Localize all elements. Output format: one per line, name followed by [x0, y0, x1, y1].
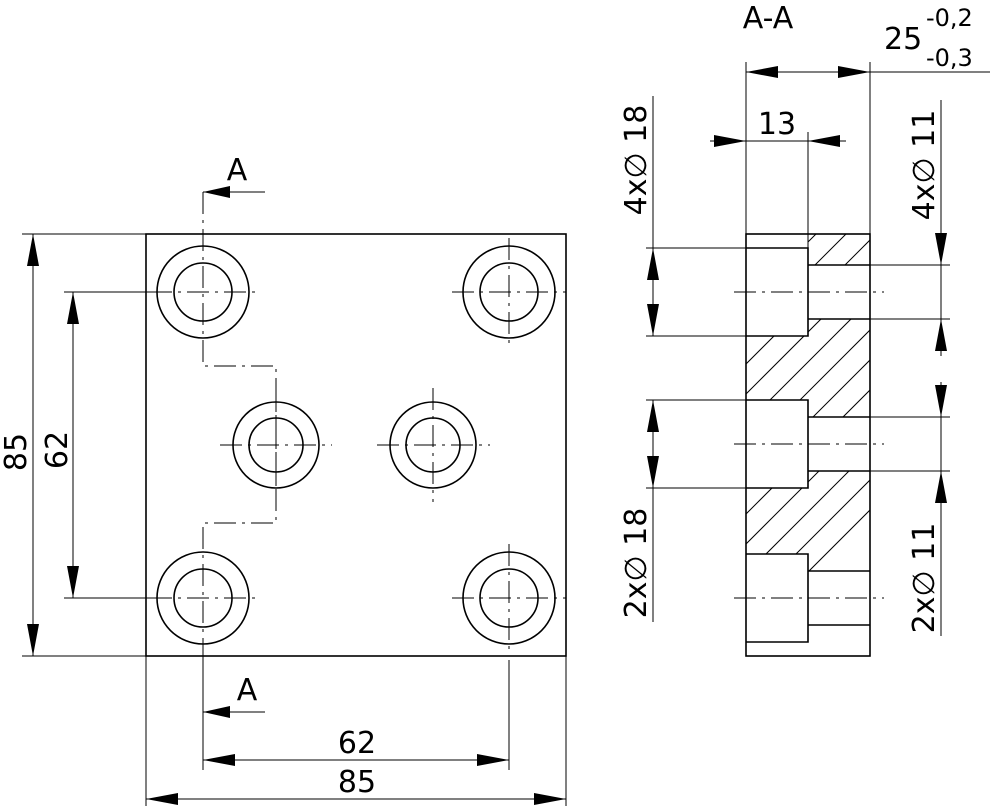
front-view: A A 85 62 62 — [0, 153, 567, 806]
front-center-lines — [150, 238, 566, 652]
dim-height-inner — [64, 291, 156, 599]
section-mark-bottom: A — [237, 673, 258, 708]
dim-width-inner — [202, 660, 510, 770]
dim-hole-2x-label: 2x∅ 11 — [907, 523, 942, 634]
dim-hole-4x — [870, 100, 950, 356]
dim-hole-2x — [870, 382, 950, 636]
section-view: A-A — [619, 1, 990, 657]
dim-width-inner-label: 62 — [338, 726, 376, 761]
section-cut-line — [202, 186, 277, 718]
dim-height-outer — [22, 233, 146, 657]
dim-counterbore-depth — [710, 132, 846, 248]
section-mark-top: A — [227, 153, 248, 188]
dim-counterbore-2x — [646, 399, 746, 622]
dim-thickness — [745, 62, 990, 234]
dim-width-outer — [145, 656, 567, 806]
section-center-lines — [734, 291, 884, 599]
dim-thickness-nominal: 25 — [884, 22, 922, 57]
dim-counterbore-depth-label: 13 — [758, 107, 796, 142]
dim-hole-4x-label: 4x∅ 11 — [907, 110, 942, 221]
section-title: A-A — [743, 1, 794, 36]
dim-counterbore-4x — [646, 96, 746, 337]
plate-outline — [145, 233, 567, 657]
dim-height-outer-label: 85 — [0, 433, 34, 471]
dim-counterbore-4x-label: 4x∅ 18 — [619, 105, 654, 216]
dim-height-inner-label: 62 — [40, 431, 75, 469]
dim-width-outer-label: 85 — [338, 765, 376, 800]
dim-thickness-tol-upper: -0,2 — [926, 4, 973, 32]
dim-counterbore-2x-label: 2x∅ 18 — [619, 508, 654, 619]
dim-thickness-tol-lower: -0,3 — [926, 44, 973, 72]
